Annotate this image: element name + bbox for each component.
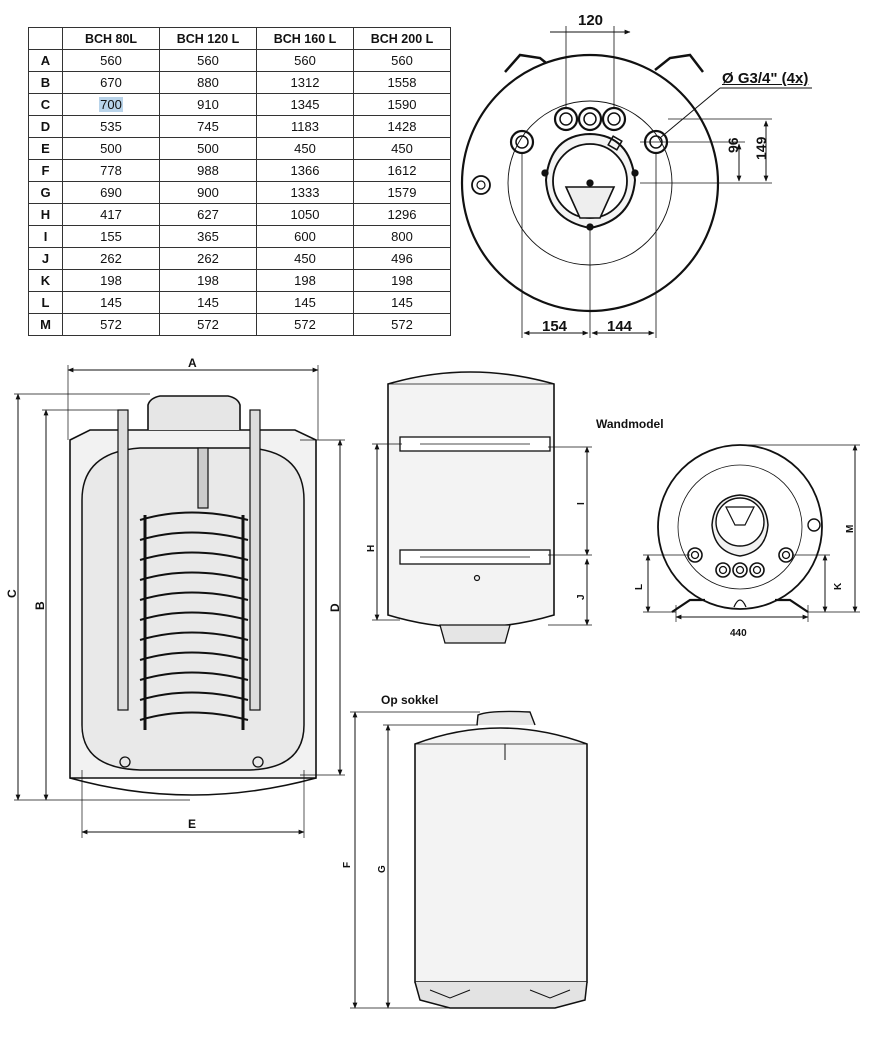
dim-right-96: 96 bbox=[725, 137, 741, 153]
wall-model-end-drawing bbox=[643, 444, 860, 622]
dim-label-g: G bbox=[377, 865, 388, 873]
table-cell: 910 bbox=[159, 93, 257, 116]
table-cell: 500 bbox=[62, 137, 160, 160]
dim-label-a: A bbox=[188, 356, 197, 370]
dim-label-m: M bbox=[845, 524, 856, 533]
table-cell: 560 bbox=[256, 49, 354, 72]
dim-label-440: 440 bbox=[730, 628, 747, 639]
dim-label-j: J bbox=[576, 594, 587, 600]
table-cell[interactable]: 700 bbox=[62, 93, 160, 116]
dim-label-i: I bbox=[576, 502, 587, 505]
dim-connection-size: Ø G3/4" (4x) bbox=[722, 70, 809, 87]
selected-text[interactable]: 700 bbox=[99, 97, 123, 112]
dim-top-120: 120 bbox=[578, 12, 604, 29]
top-view-drawing bbox=[460, 26, 812, 338]
table-cell: 198 bbox=[353, 269, 451, 292]
dim-label-c: C bbox=[5, 589, 19, 598]
table-header-row: BCH 80L BCH 120 L BCH 160 L BCH 200 L bbox=[28, 27, 451, 50]
pedestal-drawing bbox=[350, 710, 588, 1009]
table-cell: 560 bbox=[62, 49, 160, 72]
dim-label-b: B bbox=[33, 601, 47, 610]
table-cell: 417 bbox=[62, 203, 160, 226]
table-cell: 198 bbox=[256, 269, 354, 292]
table-cell: 1312 bbox=[256, 71, 354, 94]
wall-model-side-drawing bbox=[372, 371, 592, 644]
table-cell: 450 bbox=[256, 247, 354, 270]
dim-bottom-154: 154 bbox=[542, 318, 568, 335]
table-cell: 1345 bbox=[256, 93, 354, 116]
wall-model-title: Wandmodel bbox=[596, 417, 664, 431]
table-cell: 198 bbox=[62, 269, 160, 292]
dim-label-d: D bbox=[328, 603, 342, 612]
table-cell: 145 bbox=[159, 291, 257, 314]
table-cell: 262 bbox=[62, 247, 160, 270]
table-cell: 572 bbox=[256, 313, 354, 336]
dim-right-149: 149 bbox=[753, 136, 769, 160]
dim-label-f: F bbox=[342, 861, 353, 868]
table-cell: 900 bbox=[159, 181, 257, 204]
col-header: BCH 200 L bbox=[353, 27, 451, 50]
table-cell: 572 bbox=[159, 313, 257, 336]
table-cell: 600 bbox=[256, 225, 354, 248]
dim-label-h: H bbox=[366, 544, 377, 552]
front-view-drawing bbox=[14, 365, 345, 838]
table-cell: 572 bbox=[353, 313, 451, 336]
pedestal-title: Op sokkel bbox=[381, 693, 439, 707]
table-cell: 800 bbox=[353, 225, 451, 248]
dim-label-l: L bbox=[634, 583, 645, 590]
dim-label-k: K bbox=[833, 582, 844, 590]
table-cell: 690 bbox=[62, 181, 160, 204]
table-cell: 1590 bbox=[353, 93, 451, 116]
dim-bottom-144: 144 bbox=[607, 318, 633, 335]
dim-label-e: E bbox=[188, 817, 197, 831]
